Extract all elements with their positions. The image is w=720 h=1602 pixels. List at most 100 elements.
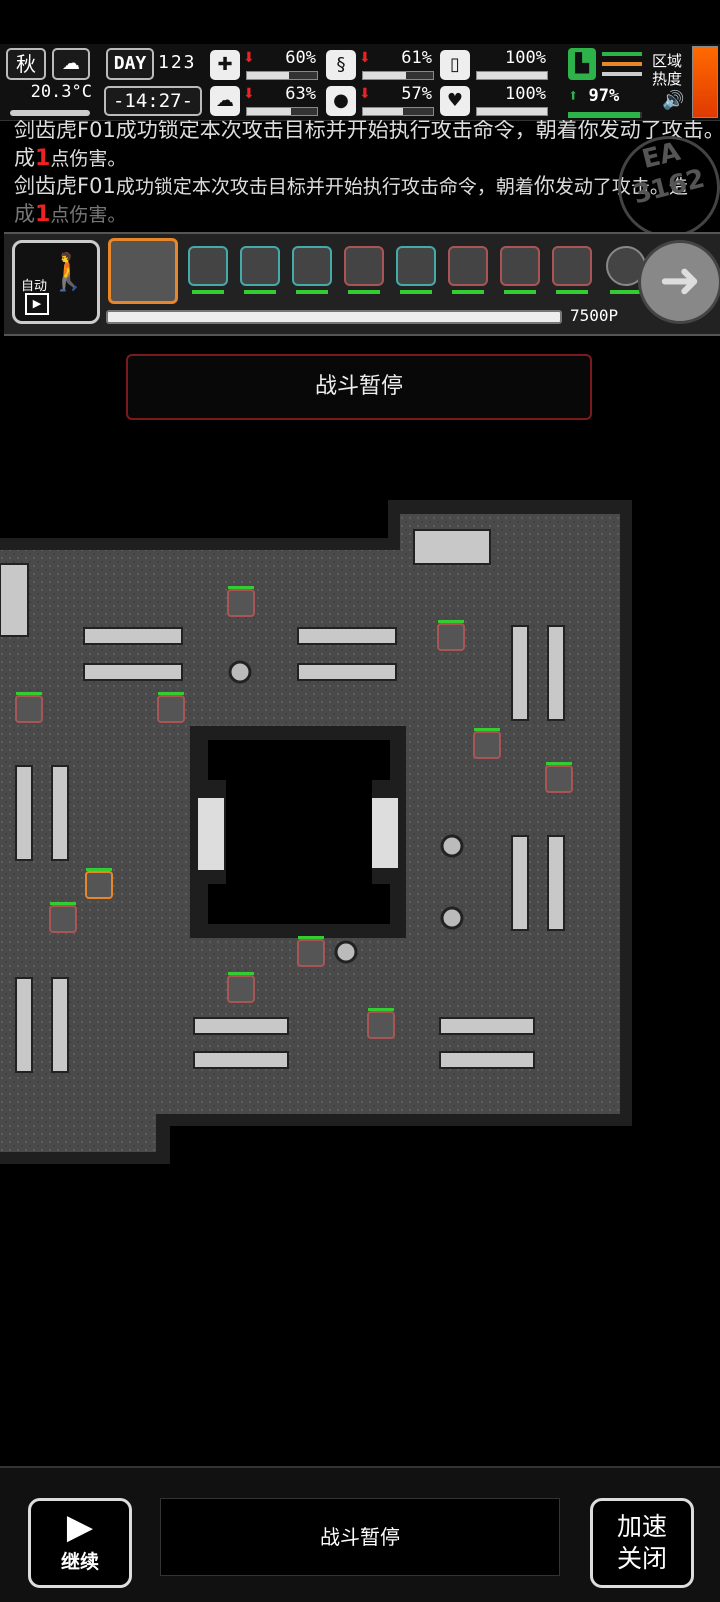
bench-furniture	[547, 835, 565, 931]
down-arrow-icon: ⬇	[359, 86, 371, 102]
boot-line-2	[602, 62, 642, 66]
unit-hp-bar	[298, 936, 324, 939]
mood-bar-fill	[477, 108, 547, 115]
day-number: 123	[158, 52, 197, 73]
bench-furniture	[15, 977, 33, 1073]
unit-hp-bar	[16, 692, 42, 695]
enemy-unit-token[interactable]	[85, 868, 113, 899]
stamina-bar	[476, 71, 548, 80]
mood-stat: ♥100%	[440, 84, 550, 118]
battle-map[interactable]	[0, 500, 720, 1200]
auto-label: 自动	[21, 279, 48, 294]
sanity-bar-fill	[247, 108, 292, 115]
enemy-unit-token[interactable]	[367, 1008, 395, 1039]
bench-furniture	[413, 529, 491, 565]
play-icon: ▶	[25, 293, 49, 315]
stamina-bar-fill	[477, 72, 547, 79]
thirst-bar-fill	[363, 108, 403, 115]
next-arrow-button[interactable]: ➜	[638, 240, 720, 324]
enemy-unit-token[interactable]	[227, 972, 255, 1003]
sanity-stat: ☁⬇63%	[210, 84, 320, 118]
enemy-unit-token[interactable]	[473, 728, 501, 759]
enemy-unit-token[interactable]	[15, 692, 43, 723]
speaker-icon[interactable]: 🔊	[662, 90, 685, 111]
unit-hp-bar	[228, 972, 254, 975]
unit-hp-bar	[296, 290, 328, 294]
unit-queue-portrait[interactable]	[188, 246, 228, 294]
bench-furniture	[83, 627, 183, 645]
boot-value: ⬆ 97%	[568, 86, 620, 106]
unit-queue-portrait[interactable]	[396, 246, 436, 294]
bench-furniture	[15, 765, 33, 861]
sanity-value: 63%	[285, 84, 316, 104]
brain-icon: ☁	[210, 86, 240, 116]
unit-portrait	[545, 765, 573, 793]
health-bar-fill	[247, 72, 289, 79]
unit-queue-portrait[interactable]	[500, 246, 540, 294]
continue-button[interactable]: ▶ 继续	[28, 1498, 132, 1588]
down-arrow-icon: ⬇	[243, 50, 255, 66]
temperature-bar	[10, 110, 90, 116]
unit-portrait	[157, 695, 185, 723]
enemy-unit-token[interactable]	[227, 586, 255, 617]
unit-portrait	[15, 695, 43, 723]
status-bar: 秋 ☁ 20.3°C DAY 123 -14:27- ✚⬇60%§⬇61%▯10…	[0, 44, 720, 121]
hunger-bar-fill	[363, 72, 406, 79]
enemy-unit-token[interactable]	[157, 692, 185, 723]
unit-hp-bar	[50, 902, 76, 905]
bench-furniture	[511, 625, 529, 721]
unit-portrait	[227, 975, 255, 1003]
unit-hp-bar	[504, 290, 536, 294]
enemy-unit-token[interactable]	[437, 620, 465, 651]
enemy-unit-token[interactable]	[545, 762, 573, 793]
unit-hp-bar	[368, 1008, 394, 1011]
unit-queue-portrait[interactable]	[552, 246, 592, 294]
unit-hp-bar	[546, 762, 572, 765]
thirst-value: 57%	[401, 84, 432, 104]
unit-portrait	[227, 589, 255, 617]
speed-toggle-button[interactable]: 加速 关闭	[590, 1498, 694, 1588]
health-value: 60%	[285, 48, 316, 68]
gunman-icon: 🚶	[46, 252, 91, 293]
object-marker[interactable]	[440, 906, 464, 930]
down-arrow-icon: ⬇	[359, 50, 371, 66]
unit-queue-portrait[interactable]	[344, 246, 384, 294]
bottom-bar: ▶ 继续 战斗暂停 加速 关闭	[0, 1466, 720, 1602]
mood-value: 100%	[505, 84, 546, 104]
unit-queue-portrait[interactable]	[292, 246, 332, 294]
object-marker[interactable]	[228, 660, 252, 684]
enemy-unit-token[interactable]	[297, 936, 325, 967]
hunger-stat: §⬇61%	[326, 48, 436, 82]
day-label: DAY	[106, 48, 154, 80]
sanity-bar	[246, 107, 318, 116]
auto-combat-button[interactable]: 自动 ▶ 🚶	[12, 240, 100, 324]
combat-log[interactable]: 剑齿虎F01成功锁定本次攻击目标并开始执行攻击命令，朝着你发动了攻击。造 成1点…	[0, 120, 720, 224]
unit-hp-bar	[438, 620, 464, 623]
wall-shelf	[198, 798, 224, 870]
unit-hp-bar	[244, 290, 276, 294]
boot-bar	[568, 112, 642, 118]
stamina-value: 100%	[505, 48, 546, 68]
unit-hp-bar	[158, 692, 184, 695]
unit-strip: 自动 ▶ 🚶 ➜ 7500P	[4, 232, 720, 336]
object-marker[interactable]	[334, 940, 358, 964]
enemy-unit-token[interactable]	[49, 902, 77, 933]
selected-unit-portrait[interactable]	[108, 238, 178, 304]
unit-hp-bar	[228, 586, 254, 589]
object-marker[interactable]	[440, 834, 464, 858]
bench-furniture	[439, 1051, 535, 1069]
unit-queue-portrait[interactable]	[240, 246, 280, 294]
log-line: 剑齿虎F01成功锁定本次攻击目标并开始执行攻击命令，朝着你发动了攻击。造	[14, 174, 688, 198]
bench-furniture	[547, 625, 565, 721]
battle-paused-banner: 战斗暂停	[126, 354, 592, 420]
unit-portrait	[437, 623, 465, 651]
play-icon: ▶	[66, 1507, 94, 1547]
boot-icon: ▙	[568, 48, 596, 80]
battery-icon: ▯	[440, 50, 470, 80]
boot-line-1	[602, 52, 642, 56]
water-drop-icon: ●	[326, 86, 356, 116]
bench-furniture	[297, 663, 397, 681]
unit-queue-portrait[interactable]	[448, 246, 488, 294]
log-line: 成1点伤害。	[14, 146, 127, 171]
movement-stat: ▙ ⬆ 97%	[568, 46, 642, 118]
